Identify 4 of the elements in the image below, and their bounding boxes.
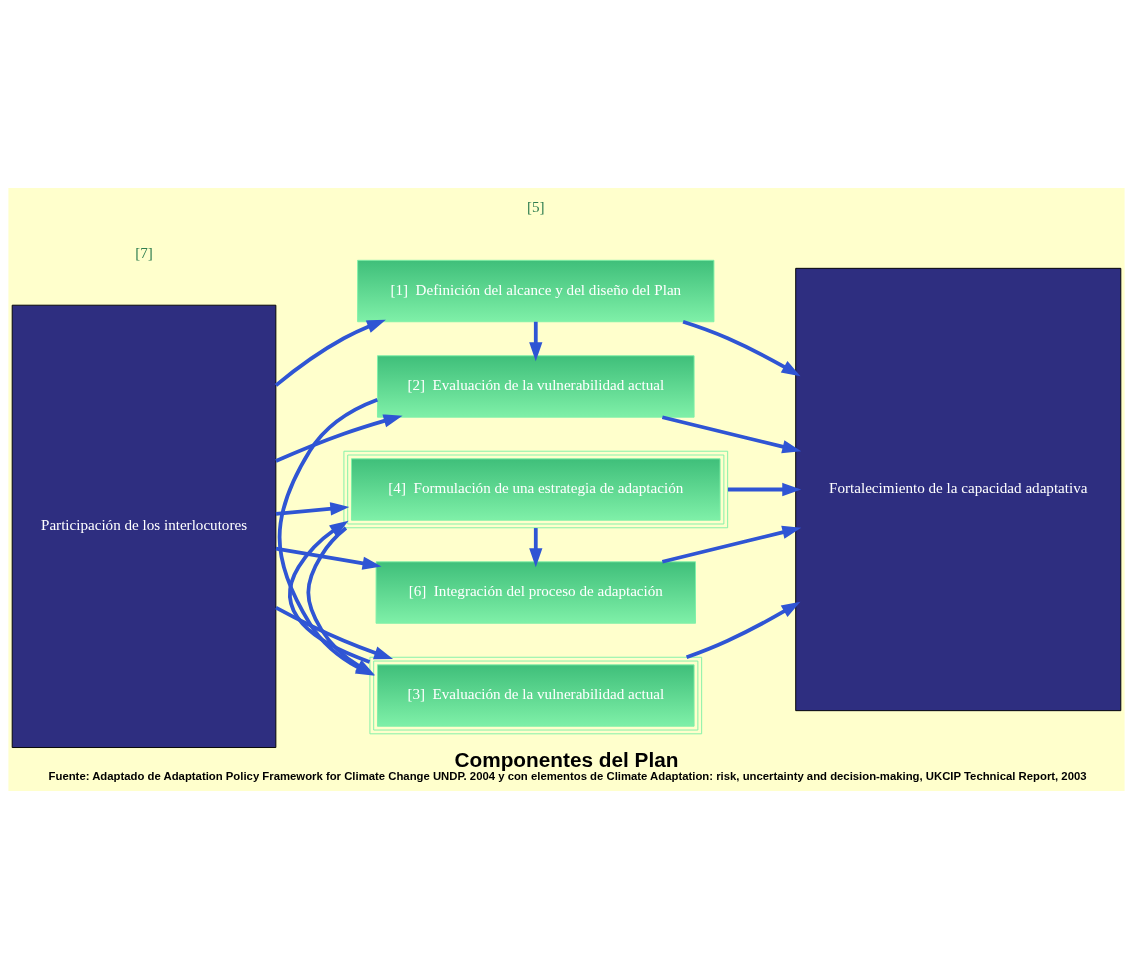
label: [5] [526, 199, 545, 216]
caption: Fuente: Adaptado de Adaptation Policy Framework for Climate Change UNDP. 2004 y con elementos de Climate Adaptation: risk, uncertainty and decision-making, UKCIP Technical Report, 2003 [48, 770, 1087, 783]
diagram-title: Componentes del Plan [454, 747, 679, 771]
label: [7] [135, 244, 153, 261]
